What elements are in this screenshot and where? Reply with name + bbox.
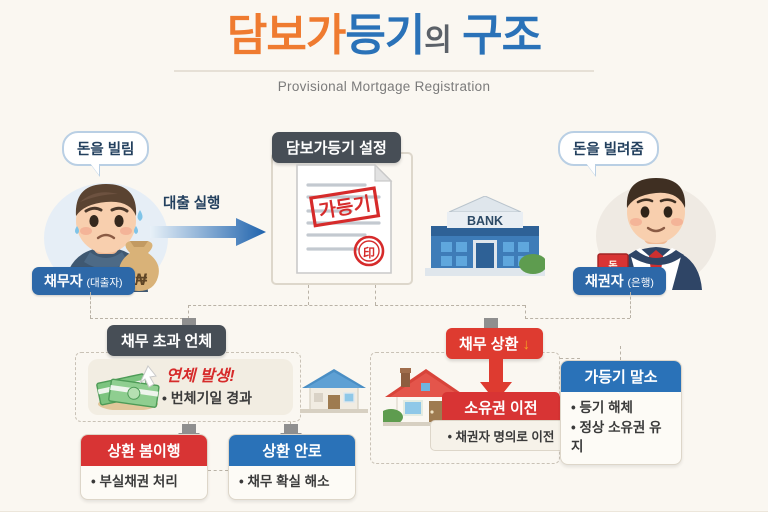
repay-banner-text: 채무 상환 xyxy=(459,336,519,353)
blue-gradient-right-arrow-icon xyxy=(150,218,266,246)
connector-creditor-down xyxy=(630,292,631,318)
connector-right-join xyxy=(525,305,526,319)
title-text: 담보가등기의 구조 xyxy=(0,14,768,58)
outcome-settled-title: 상환 안로 xyxy=(229,435,355,466)
title-divider xyxy=(174,70,594,72)
title-segment-4: 구조 xyxy=(462,11,542,60)
title-segment-1: 담보가 xyxy=(226,11,346,60)
connector-cancel-down xyxy=(620,346,621,360)
cancel-card-bullet-2: • 정상 소유권 유지 xyxy=(571,419,662,455)
bank-sign-text: BANK xyxy=(467,214,503,228)
outcome-default-bullet: • 부실채권 처리 xyxy=(91,474,178,489)
title-segment-2: 등기 xyxy=(345,11,425,60)
registration-panel-header: 담보가등기 설정 xyxy=(272,132,401,163)
debtor-bubble-text: 돈을 빌림 xyxy=(77,142,135,158)
creditor-card-text: 돈 xyxy=(608,260,617,272)
creditor-label-main: 채권자 xyxy=(585,273,624,289)
red-round-seal-icon: 印 xyxy=(353,235,385,267)
cancel-card-bullet-1: • 등기 해체 xyxy=(571,400,633,415)
connector-debtor-down xyxy=(90,292,91,318)
creditor-bubble-text: 돈을 빌려줌 xyxy=(573,142,644,158)
page-subtitle: Provisional Mortgage Registration xyxy=(277,79,491,94)
cancel-card[interactable]: 가등기 말소 • 등기 해체 • 정상 소유권 유지 xyxy=(560,360,682,465)
page-title: 담보가등기의 구조 Provisional Mortgage Registrat… xyxy=(0,14,768,94)
connector-center-left xyxy=(188,305,368,306)
svg-text:印: 印 xyxy=(363,246,375,260)
connector-creditor-left xyxy=(525,318,630,319)
connector-repay-to-cancel xyxy=(560,358,580,359)
svg-text:₩: ₩ xyxy=(131,270,148,289)
repay-banner: 채무 상환 ↓ xyxy=(446,328,544,359)
debtor-label-main: 채무자 xyxy=(44,273,83,289)
red-down-arrow-icon xyxy=(480,354,512,402)
transfer-card-bullet: • 채권자 명의로 이전 xyxy=(430,420,572,451)
creditor-label-sub: (은행) xyxy=(627,277,654,289)
default-alert-bullet: • 번체기일 경과 xyxy=(162,390,252,406)
cancel-card-title: 가등기 말소 xyxy=(561,361,681,392)
default-alert-title: 연체 발생! xyxy=(166,368,235,385)
down-arrow-icon: ↓ xyxy=(522,336,531,353)
outcome-card-settled[interactable]: 상환 안로 • 채무 확실 해소 xyxy=(228,434,356,500)
debtor-label: 채무자 (대출자) xyxy=(32,267,135,295)
registration-panel-header-text: 담보가등기 설정 xyxy=(286,140,387,157)
blue-roof-house-icon xyxy=(300,369,368,413)
connector-doc-right-down xyxy=(375,285,376,305)
connector-between-outcomes xyxy=(208,470,228,471)
creditor-speech-bubble: 돈을 빌려줌 xyxy=(558,131,659,166)
outcome-default-title: 상환 봄이행 xyxy=(81,435,207,466)
bank-building-icon: BANK xyxy=(425,196,545,276)
title-segment-3: 의 xyxy=(424,24,452,57)
cash-bundle-icon xyxy=(96,365,160,410)
default-branch-header-text: 채무 초과 언체 xyxy=(121,333,213,350)
debtor-speech-bubble: 돈을 빌림 xyxy=(62,131,150,166)
loan-arrow-label: 대출 실행 xyxy=(163,196,221,212)
default-branch-header: 채무 초과 언체 xyxy=(107,325,227,356)
outcome-card-default[interactable]: 상환 봄이행 • 부실채권 처리 xyxy=(80,434,208,500)
debtor-label-sub: (대출자) xyxy=(86,277,123,289)
connector-center-right xyxy=(375,305,525,306)
outcome-settled-bullet: • 채무 확실 해소 xyxy=(239,474,330,489)
contract-document-icon: 가등기 印 xyxy=(296,163,393,274)
connector-doc-left-down xyxy=(308,285,309,305)
connector-debtor-right xyxy=(90,318,188,319)
creditor-label: 채권자 (은행) xyxy=(573,267,666,295)
transfer-card-title: 소유권 이전 xyxy=(442,392,560,423)
connector-left-join xyxy=(188,305,189,319)
